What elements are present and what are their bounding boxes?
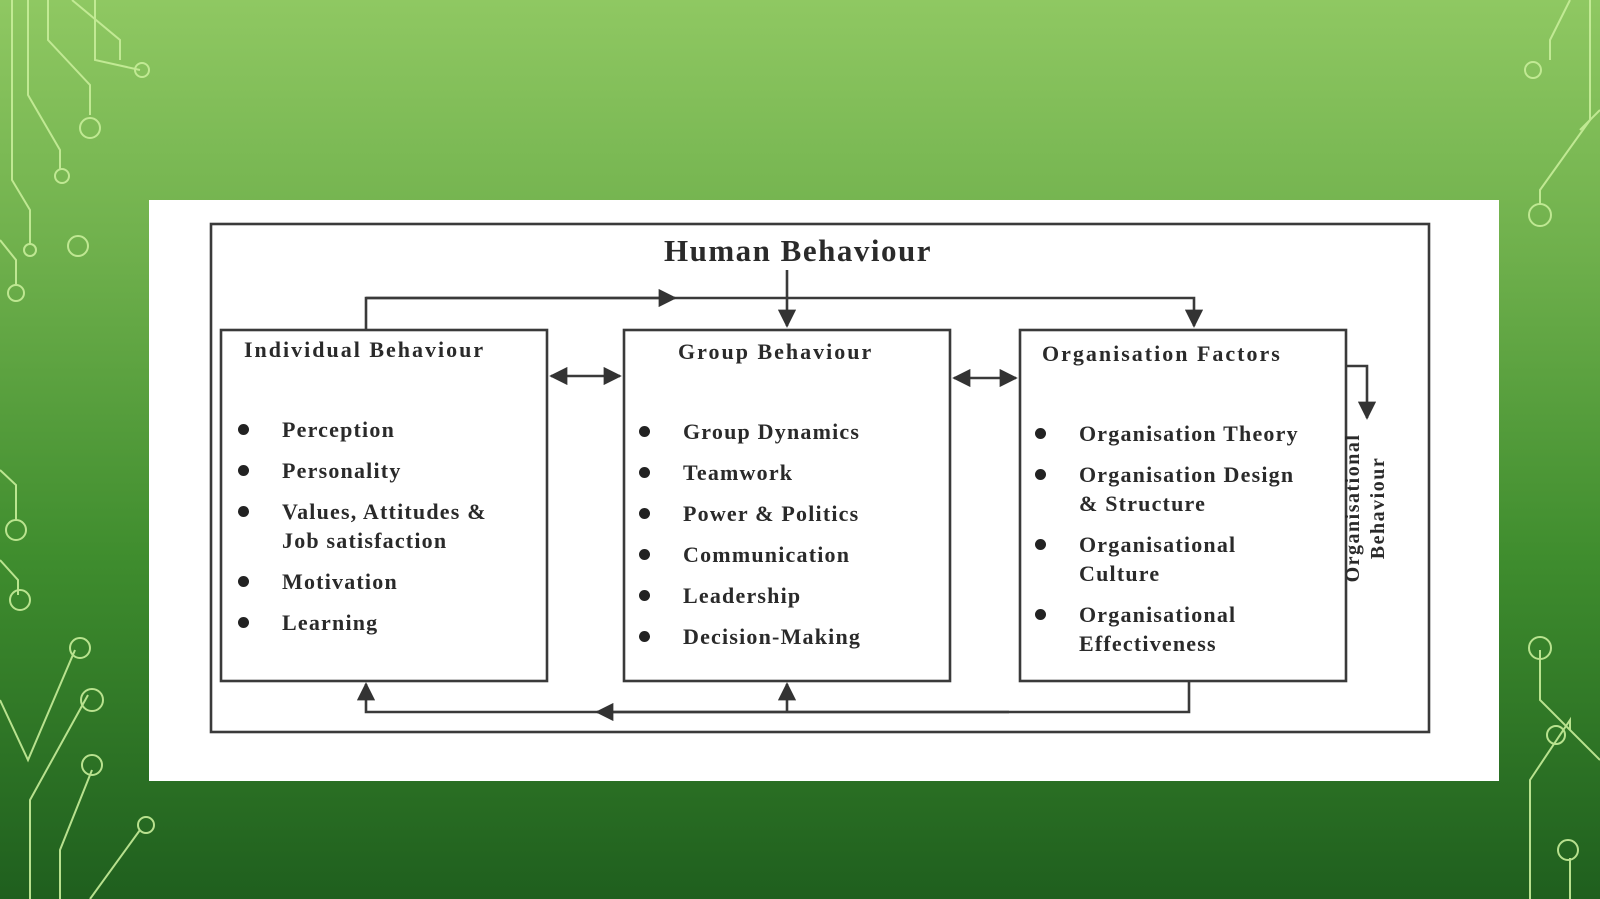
- organisation-factors-list: Organisation Theory Organisation Design …: [1035, 419, 1344, 670]
- diagram-card: Human Behaviour Individual Behaviour Per…: [149, 200, 1499, 781]
- human-behaviour-diagram: [209, 222, 1431, 734]
- circuit-decoration-left: [0, 0, 155, 899]
- list-item: Group Dynamics: [639, 417, 948, 446]
- outer-frame: [209, 222, 1431, 734]
- list-item: Teamwork: [639, 458, 948, 487]
- list-item: Power & Politics: [639, 499, 948, 528]
- organisational-behaviour-side-label: Organisational Behaviour: [1342, 404, 1389, 612]
- list-item: Learning: [238, 608, 547, 637]
- group-behaviour-list: Group Dynamics Teamwork Power & Politics…: [639, 417, 948, 663]
- list-item: Organisation Theory: [1035, 419, 1344, 448]
- individual-behaviour-box: [219, 328, 549, 683]
- group-behaviour-box: [622, 328, 952, 683]
- list-item: Personality: [238, 456, 547, 485]
- list-item: Organisation Design & Structure: [1035, 460, 1319, 518]
- individual-behaviour-title: Individual Behaviour: [244, 337, 486, 362]
- group-behaviour-title: Group Behaviour: [678, 339, 874, 364]
- list-item: Motivation: [238, 567, 547, 596]
- list-item: Values, Attitudes & Job satisfaction: [238, 497, 502, 555]
- list-item: Decision-Making: [639, 622, 948, 651]
- list-item: Leadership: [639, 581, 948, 610]
- diagram-title: Human Behaviour: [664, 233, 932, 268]
- list-item: Organisational Effectiveness: [1035, 600, 1259, 658]
- bottom-feedback-line: [356, 681, 1191, 714]
- list-item: Communication: [639, 540, 948, 569]
- organisation-factors-title: Organisation Factors: [1042, 341, 1282, 366]
- circuit-decoration-right: [1524, 0, 1600, 899]
- top-loop-line: [364, 296, 1204, 330]
- list-item: Organisational Culture: [1035, 530, 1259, 588]
- individual-behaviour-list: Perception Personality Values, Attitudes…: [238, 415, 547, 649]
- side-label-text: Organisational Behaviour: [1342, 433, 1389, 583]
- list-item: Perception: [238, 415, 547, 444]
- organisation-factors-box: [1018, 328, 1348, 683]
- side-label-connector: [1346, 364, 1377, 420]
